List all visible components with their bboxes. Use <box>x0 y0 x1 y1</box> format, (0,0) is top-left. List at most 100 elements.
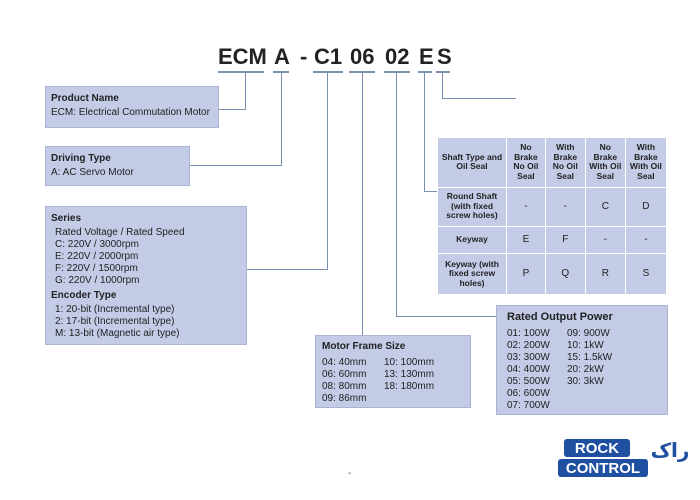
power-item: 07: 700W <box>507 400 550 411</box>
code-segment-series: C1 <box>314 44 343 69</box>
series-item: E: 220V / 2000rpm <box>55 251 139 262</box>
power-item: 06: 600W <box>507 388 550 399</box>
series-item: G: 220V / 1000rpm <box>55 275 140 286</box>
code-segment-dash: - <box>300 44 308 69</box>
series-item: F: 220V / 1500rpm <box>55 263 138 274</box>
connector-line <box>396 73 397 316</box>
underline-ecm <box>218 71 264 73</box>
shaft-row-label: Keyway (with fixed screw holes) <box>437 252 507 296</box>
product-name-title: Product Name <box>51 93 119 104</box>
frame-size-item: 08: 80mm <box>322 381 367 392</box>
encoder-item: 1: 20-bit (Incremental type) <box>55 304 175 315</box>
shaft-cell: S <box>624 252 668 296</box>
power-item: 04: 400W <box>507 364 550 375</box>
shaft-table-header: With Brake No Oil Seal <box>544 137 586 188</box>
underline-driving <box>273 71 289 73</box>
frame-size-item: 09: 86mm <box>322 393 367 404</box>
rock-control-logo: ROCK CONTROL راک <box>558 438 688 477</box>
connector-line <box>424 73 425 191</box>
underline-power <box>384 71 410 73</box>
frame-size-item: 18: 180mm <box>384 381 435 392</box>
code-segment-special: S <box>437 44 452 69</box>
motor-frame-size-list: 04: 40mm 06: 60mm 08: 80mm 09: 86mm 10: … <box>322 357 464 405</box>
shaft-type-table: Shaft Type and Oil Seal No Brake No Oil … <box>437 137 668 296</box>
driving-type-text: A: AC Servo Motor <box>51 167 134 178</box>
motor-frame-size-box: Motor Frame Size 04: 40mm 06: 60mm 08: 8… <box>315 335 471 408</box>
rated-output-power-list: 01: 100W 02: 200W 03: 300W 04: 400W 05: … <box>507 328 657 412</box>
rated-output-power-title: Rated Output Power <box>507 311 613 323</box>
frame-size-item: 04: 40mm <box>322 357 367 368</box>
shaft-cell: D <box>624 186 668 227</box>
connector-line <box>396 316 496 317</box>
frame-size-item: 10: 100mm <box>384 357 435 368</box>
shaft-cell: C <box>584 186 626 227</box>
underline-special <box>436 71 450 73</box>
table-row: Round Shaft (with fixed screw holes) - -… <box>437 186 668 227</box>
code-segment-frame: 06 <box>350 44 375 69</box>
shaft-cell: F <box>544 225 586 254</box>
power-item: 30: 3kW <box>567 376 604 387</box>
power-item: 03: 300W <box>507 352 550 363</box>
shaft-cell: R <box>584 252 626 296</box>
series-item: C: 220V / 3000rpm <box>55 239 139 250</box>
shaft-cell: - <box>506 186 546 227</box>
power-item: 09: 900W <box>567 328 610 339</box>
model-code: ECM A - C1 06 02 E S <box>0 44 700 74</box>
logo-line1: ROCK <box>575 440 619 457</box>
product-name-box: Product Name ECM: Electrical Commutation… <box>45 86 219 128</box>
code-segment-shaft: E <box>419 44 434 69</box>
shaft-table-header: No Brake No Oil Seal <box>506 137 546 188</box>
bottom-mark: - <box>348 468 352 479</box>
logo-line2: CONTROL <box>566 460 640 477</box>
shaft-cell: - <box>544 186 586 227</box>
connector-line <box>362 73 363 335</box>
power-item: 15: 1.5kW <box>567 352 613 363</box>
connector-line <box>424 191 442 192</box>
power-item: 05: 500W <box>507 376 550 387</box>
frame-size-item: 06: 60mm <box>322 369 367 380</box>
product-name-text: ECM: Electrical Commutation Motor <box>51 107 210 118</box>
encoder-type-title: Encoder Type <box>51 290 117 301</box>
shaft-cell: E <box>506 225 546 254</box>
underline-series <box>313 71 343 73</box>
connector-line <box>219 109 246 110</box>
code-segment-driving: A <box>274 44 290 69</box>
power-item: 01: 100W <box>507 328 550 339</box>
shaft-table-header: With Brake With Oil Seal <box>624 137 668 188</box>
encoder-item: 2: 17-bit (Incremental type) <box>55 316 175 327</box>
connector-line <box>442 73 443 98</box>
connector-line <box>245 73 246 109</box>
rated-output-power-box: Rated Output Power 01: 100W 02: 200W 03:… <box>496 305 668 415</box>
series-title: Series <box>51 213 82 224</box>
table-row: Keyway (with fixed screw holes) P Q R S <box>437 252 668 296</box>
shaft-cell: P <box>506 252 546 296</box>
code-segment-power: 02 <box>385 44 410 69</box>
logo-bottom-badge <box>558 459 648 477</box>
table-row: Keyway E F - - <box>437 225 668 254</box>
logo-arabic: راک <box>651 438 688 462</box>
shaft-row-label: Round Shaft (with fixed screw holes) <box>437 186 507 227</box>
power-item: 10: 1kW <box>567 340 604 351</box>
connector-line <box>247 269 328 270</box>
motor-frame-size-title: Motor Frame Size <box>322 341 406 352</box>
underline-frame <box>349 71 375 73</box>
shaft-table-header: No Brake With Oil Seal <box>584 137 626 188</box>
series-box: Series Rated Voltage / Rated Speed C: 22… <box>45 206 247 345</box>
driving-type-title: Driving Type <box>51 153 111 164</box>
power-item: 02: 200W <box>507 340 550 351</box>
connector-line <box>442 98 516 99</box>
frame-size-item: 13: 130mm <box>384 369 435 380</box>
code-segment-ecm: ECM <box>218 44 267 69</box>
power-item: 20: 2kW <box>567 364 604 375</box>
series-subtitle: Rated Voltage / Rated Speed <box>55 227 185 238</box>
shaft-cell: Q <box>544 252 586 296</box>
encoder-item: M: 13-bit (Magnetic air type) <box>55 328 180 339</box>
driving-type-box: Driving Type A: AC Servo Motor <box>45 146 190 186</box>
shaft-cell: - <box>584 225 626 254</box>
connector-line <box>190 165 282 166</box>
logo-top-badge <box>564 439 630 457</box>
connector-line <box>327 73 328 269</box>
connector-line <box>281 73 282 165</box>
shaft-cell: - <box>624 225 668 254</box>
shaft-row-label: Keyway <box>437 225 507 254</box>
